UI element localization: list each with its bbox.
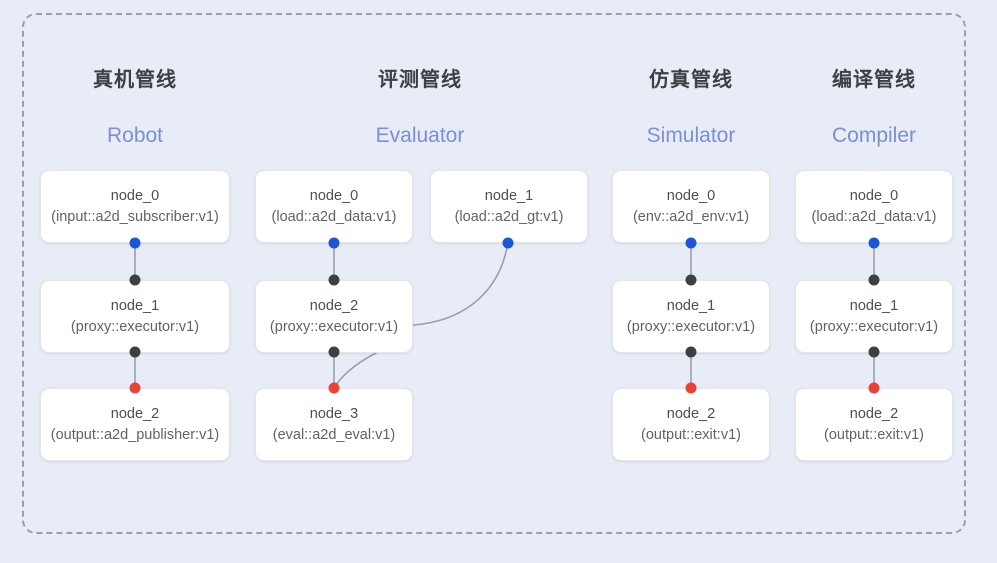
pipeline-frame-dashed-border [22,13,966,534]
column-header-simulator: 仿真管线 [649,69,733,91]
node-subtitle: (output::exit:v1) [824,426,924,443]
column-header-evaluator: 评测管线 [378,69,462,91]
node-title: node_0 [110,187,160,204]
column-header-compiler: 编译管线 [832,69,916,91]
port-input-compiler-2[interactable] [868,382,880,394]
node-subtitle: (load::a2d_gt:v1) [454,208,564,225]
node-title: node_1 [484,187,534,204]
node-compiler-0[interactable]: node_0 (load::a2d_data:v1) [795,170,953,243]
node-evaluator-3[interactable]: node_3 (eval::a2d_eval:v1) [255,388,413,461]
node-evaluator-2[interactable]: node_2 (proxy::executor:v1) [255,280,413,353]
node-title: node_2 [666,405,716,422]
node-subtitle: (proxy::executor:v1) [70,318,200,335]
port-output-evaluator-gt[interactable] [502,237,514,249]
column-header-robot: 真机管线 [93,69,177,91]
port-input-robot-1[interactable] [129,274,141,286]
node-title: node_3 [309,405,359,422]
node-simulator-0[interactable]: node_0 (env::a2d_env:v1) [612,170,770,243]
port-output-robot-0[interactable] [129,237,141,249]
port-output-evaluator-2[interactable] [328,346,340,358]
node-subtitle: (output::a2d_publisher:v1) [50,426,220,443]
port-output-compiler-1[interactable] [868,346,880,358]
node-title: node_2 [849,405,899,422]
port-input-compiler-1[interactable] [868,274,880,286]
port-input-evaluator-3[interactable] [328,382,340,394]
node-title: node_0 [309,187,359,204]
port-input-simulator-1[interactable] [685,274,697,286]
node-title: node_2 [110,405,160,422]
node-subtitle: (output::exit:v1) [641,426,741,443]
port-output-simulator-1[interactable] [685,346,697,358]
node-title: node_1 [666,297,716,314]
column-subheader-compiler: Compiler [831,124,917,147]
node-robot-2[interactable]: node_2 (output::a2d_publisher:v1) [40,388,230,461]
node-evaluator-0[interactable]: node_0 (load::a2d_data:v1) [255,170,413,243]
column-subheader-evaluator: Evaluator [375,124,465,147]
node-title: node_0 [849,187,899,204]
node-subtitle: (load::a2d_data:v1) [811,208,937,225]
node-simulator-2[interactable]: node_2 (output::exit:v1) [612,388,770,461]
port-output-robot-1[interactable] [129,346,141,358]
node-title: node_1 [110,297,160,314]
node-subtitle: (proxy::executor:v1) [809,318,939,335]
node-compiler-2[interactable]: node_2 (output::exit:v1) [795,388,953,461]
node-subtitle: (load::a2d_data:v1) [271,208,397,225]
node-simulator-1[interactable]: node_1 (proxy::executor:v1) [612,280,770,353]
port-input-simulator-2[interactable] [685,382,697,394]
node-compiler-1[interactable]: node_1 (proxy::executor:v1) [795,280,953,353]
port-output-compiler-0[interactable] [868,237,880,249]
node-title: node_2 [309,297,359,314]
column-subheader-simulator: Simulator [646,124,736,147]
node-title: node_0 [666,187,716,204]
node-subtitle: (proxy::executor:v1) [626,318,756,335]
node-subtitle: (input::a2d_subscriber:v1) [51,208,219,225]
column-subheader-robot: Robot [106,124,164,147]
node-robot-0[interactable]: node_0 (input::a2d_subscriber:v1) [40,170,230,243]
port-input-evaluator-2[interactable] [328,274,340,286]
node-evaluator-gt[interactable]: node_1 (load::a2d_gt:v1) [430,170,588,243]
node-robot-1[interactable]: node_1 (proxy::executor:v1) [40,280,230,353]
node-subtitle: (env::a2d_env:v1) [632,208,750,225]
port-input-robot-2[interactable] [129,382,141,394]
node-subtitle: (eval::a2d_eval:v1) [272,426,396,443]
port-output-simulator-0[interactable] [685,237,697,249]
port-output-evaluator-0[interactable] [328,237,340,249]
node-title: node_1 [849,297,899,314]
node-subtitle: (proxy::executor:v1) [269,318,399,335]
